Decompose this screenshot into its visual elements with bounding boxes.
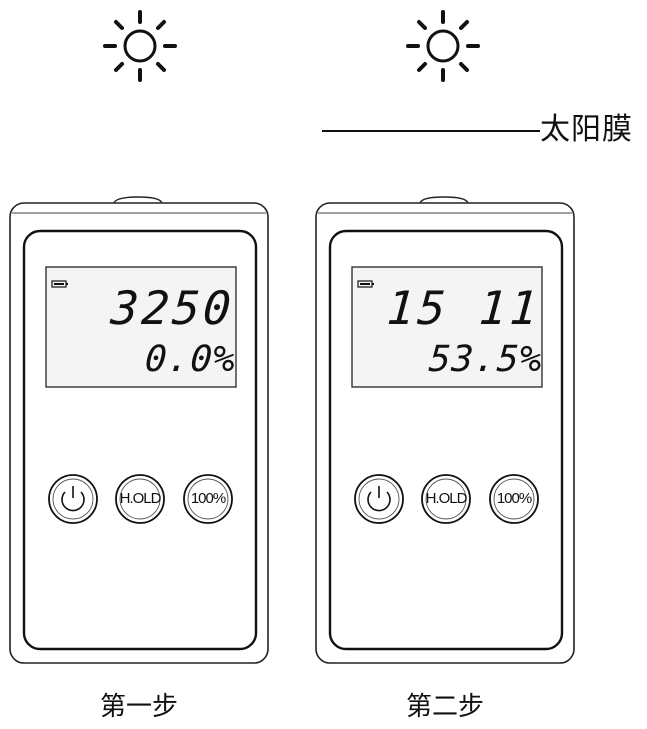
battery-icon xyxy=(51,280,68,288)
power-icon xyxy=(367,486,391,512)
sun-icon xyxy=(406,10,480,82)
lcd-reading-bottom: 53.5% xyxy=(427,339,544,380)
film-leader-line xyxy=(322,130,540,132)
hold-button[interactable]: H.OLD xyxy=(119,490,162,507)
100-percent-button[interactable]: 100% xyxy=(190,490,226,507)
lcd-reading-top: 15 11 xyxy=(384,281,542,335)
sun-icon-right xyxy=(398,4,488,94)
sun-icon xyxy=(103,10,177,82)
meter-body xyxy=(315,196,575,664)
battery-icon xyxy=(357,280,374,288)
step-label-2: 第二步 xyxy=(406,692,485,722)
meter-device-2: 15 11 53.5% H.OLD 100% xyxy=(314,195,576,665)
100-percent-button[interactable]: 100% xyxy=(496,490,532,507)
meter-device-1: 3250 0.0% H.OLD 100% xyxy=(8,195,270,665)
meter-body xyxy=(9,196,269,664)
film-label: 太阳膜 xyxy=(540,112,633,147)
step-label-1: 第一步 xyxy=(100,692,179,722)
power-icon xyxy=(61,486,85,512)
hold-button[interactable]: H.OLD xyxy=(425,490,468,507)
lcd-reading-top: 3250 xyxy=(109,281,236,335)
sun-icon-left xyxy=(95,4,185,94)
lcd-reading-bottom: 0.0% xyxy=(143,339,238,380)
